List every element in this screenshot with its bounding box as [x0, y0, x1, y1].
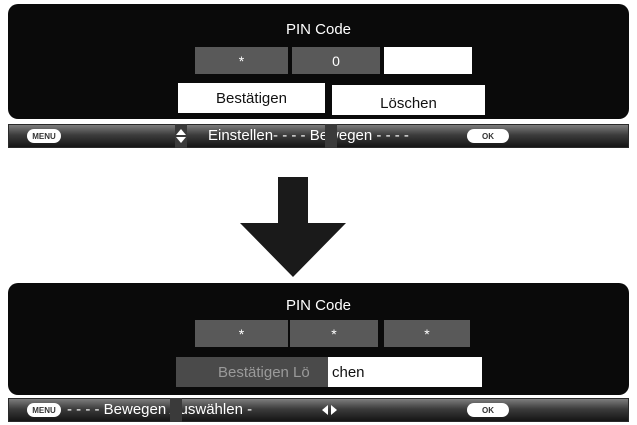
hint-bar-top: MENU Einstellen- - - - Bewegen - - - - O… — [8, 124, 629, 148]
hint-bar-bottom: MENU - - - - Bewegen Auswählen - OK — [8, 398, 629, 422]
bar-notch — [325, 124, 337, 148]
confirm-button[interactable]: Bestätigen — [178, 83, 325, 113]
arrow-down-icon — [240, 177, 346, 277]
ok-key-icon: OK — [467, 129, 509, 143]
bar-notch — [175, 124, 187, 148]
bar-notch — [170, 398, 182, 422]
pin-code-title: PIN Code — [285, 21, 352, 38]
hint-text: - - - - Bewegen Auswählen - — [67, 401, 253, 418]
pin-panel-top: PIN Code * 0 Bestätigen Löschen — [8, 4, 629, 119]
hint-text: Einstellen- - - - Bewegen - - - - — [208, 127, 409, 144]
confirm-button[interactable]: Bestätigen Lö — [176, 357, 328, 387]
ok-key-icon: OK — [467, 403, 509, 417]
delete-button[interactable]: Löschen — [332, 85, 485, 115]
menu-key-icon: MENU — [27, 129, 61, 143]
pin-code-title: PIN Code — [285, 297, 352, 314]
pin-digit-3[interactable] — [384, 47, 472, 74]
pin-digit-3[interactable]: * — [384, 320, 470, 347]
delete-button[interactable]: chen — [328, 357, 482, 387]
pin-digit-1[interactable]: * — [195, 320, 288, 347]
pin-digit-2[interactable]: 0 — [292, 47, 380, 74]
pin-panel-bottom: PIN Code * * * Bestätigen Lö chen — [8, 283, 629, 395]
pin-digit-1[interactable]: * — [195, 47, 288, 74]
menu-key-icon: MENU — [27, 403, 61, 417]
pin-digit-2[interactable]: * — [290, 320, 378, 347]
